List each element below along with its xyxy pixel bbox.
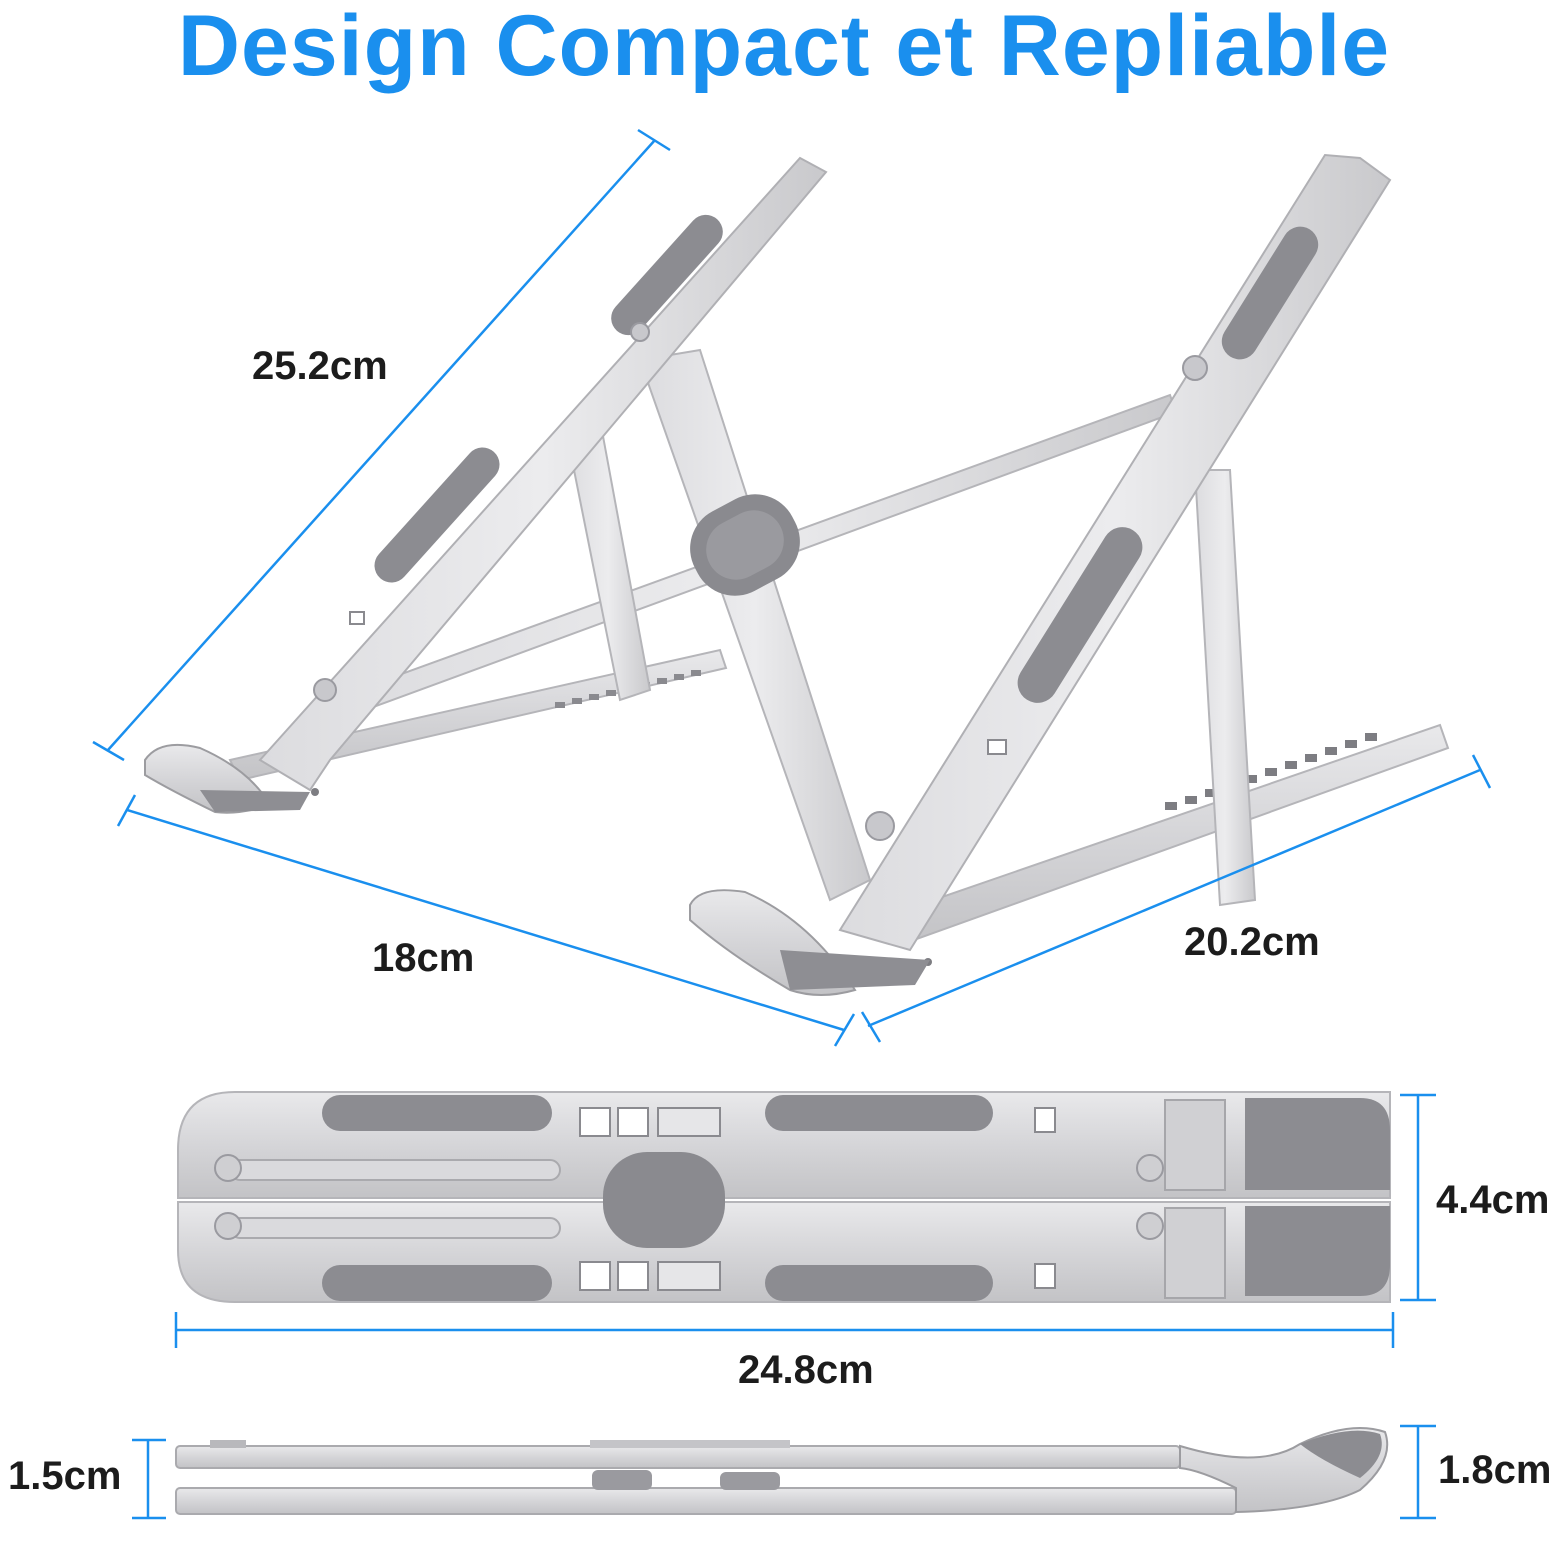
dimension-lines-open	[92, 128, 1492, 1047]
label-thickness-left: 1.5cm	[8, 1454, 122, 1498]
label-folded-height: 4.4cm	[1436, 1178, 1550, 1222]
label-diagonal-length: 25.2cm	[252, 344, 388, 388]
open-stand-illustration	[144, 153, 1450, 996]
folded-side-view	[175, 1427, 1389, 1515]
dimension-lines-top	[174, 1093, 1436, 1348]
label-base-depth: 18cm	[372, 936, 475, 980]
label-folded-length: 24.8cm	[738, 1348, 874, 1392]
label-thickness-right: 1.8cm	[1438, 1448, 1552, 1492]
folded-top-view	[177, 1091, 1391, 1303]
label-base-width: 20.2cm	[1184, 920, 1320, 964]
page-title: Design Compact et Repliable	[177, 0, 1391, 94]
dimension-lines-side	[132, 1424, 1436, 1520]
